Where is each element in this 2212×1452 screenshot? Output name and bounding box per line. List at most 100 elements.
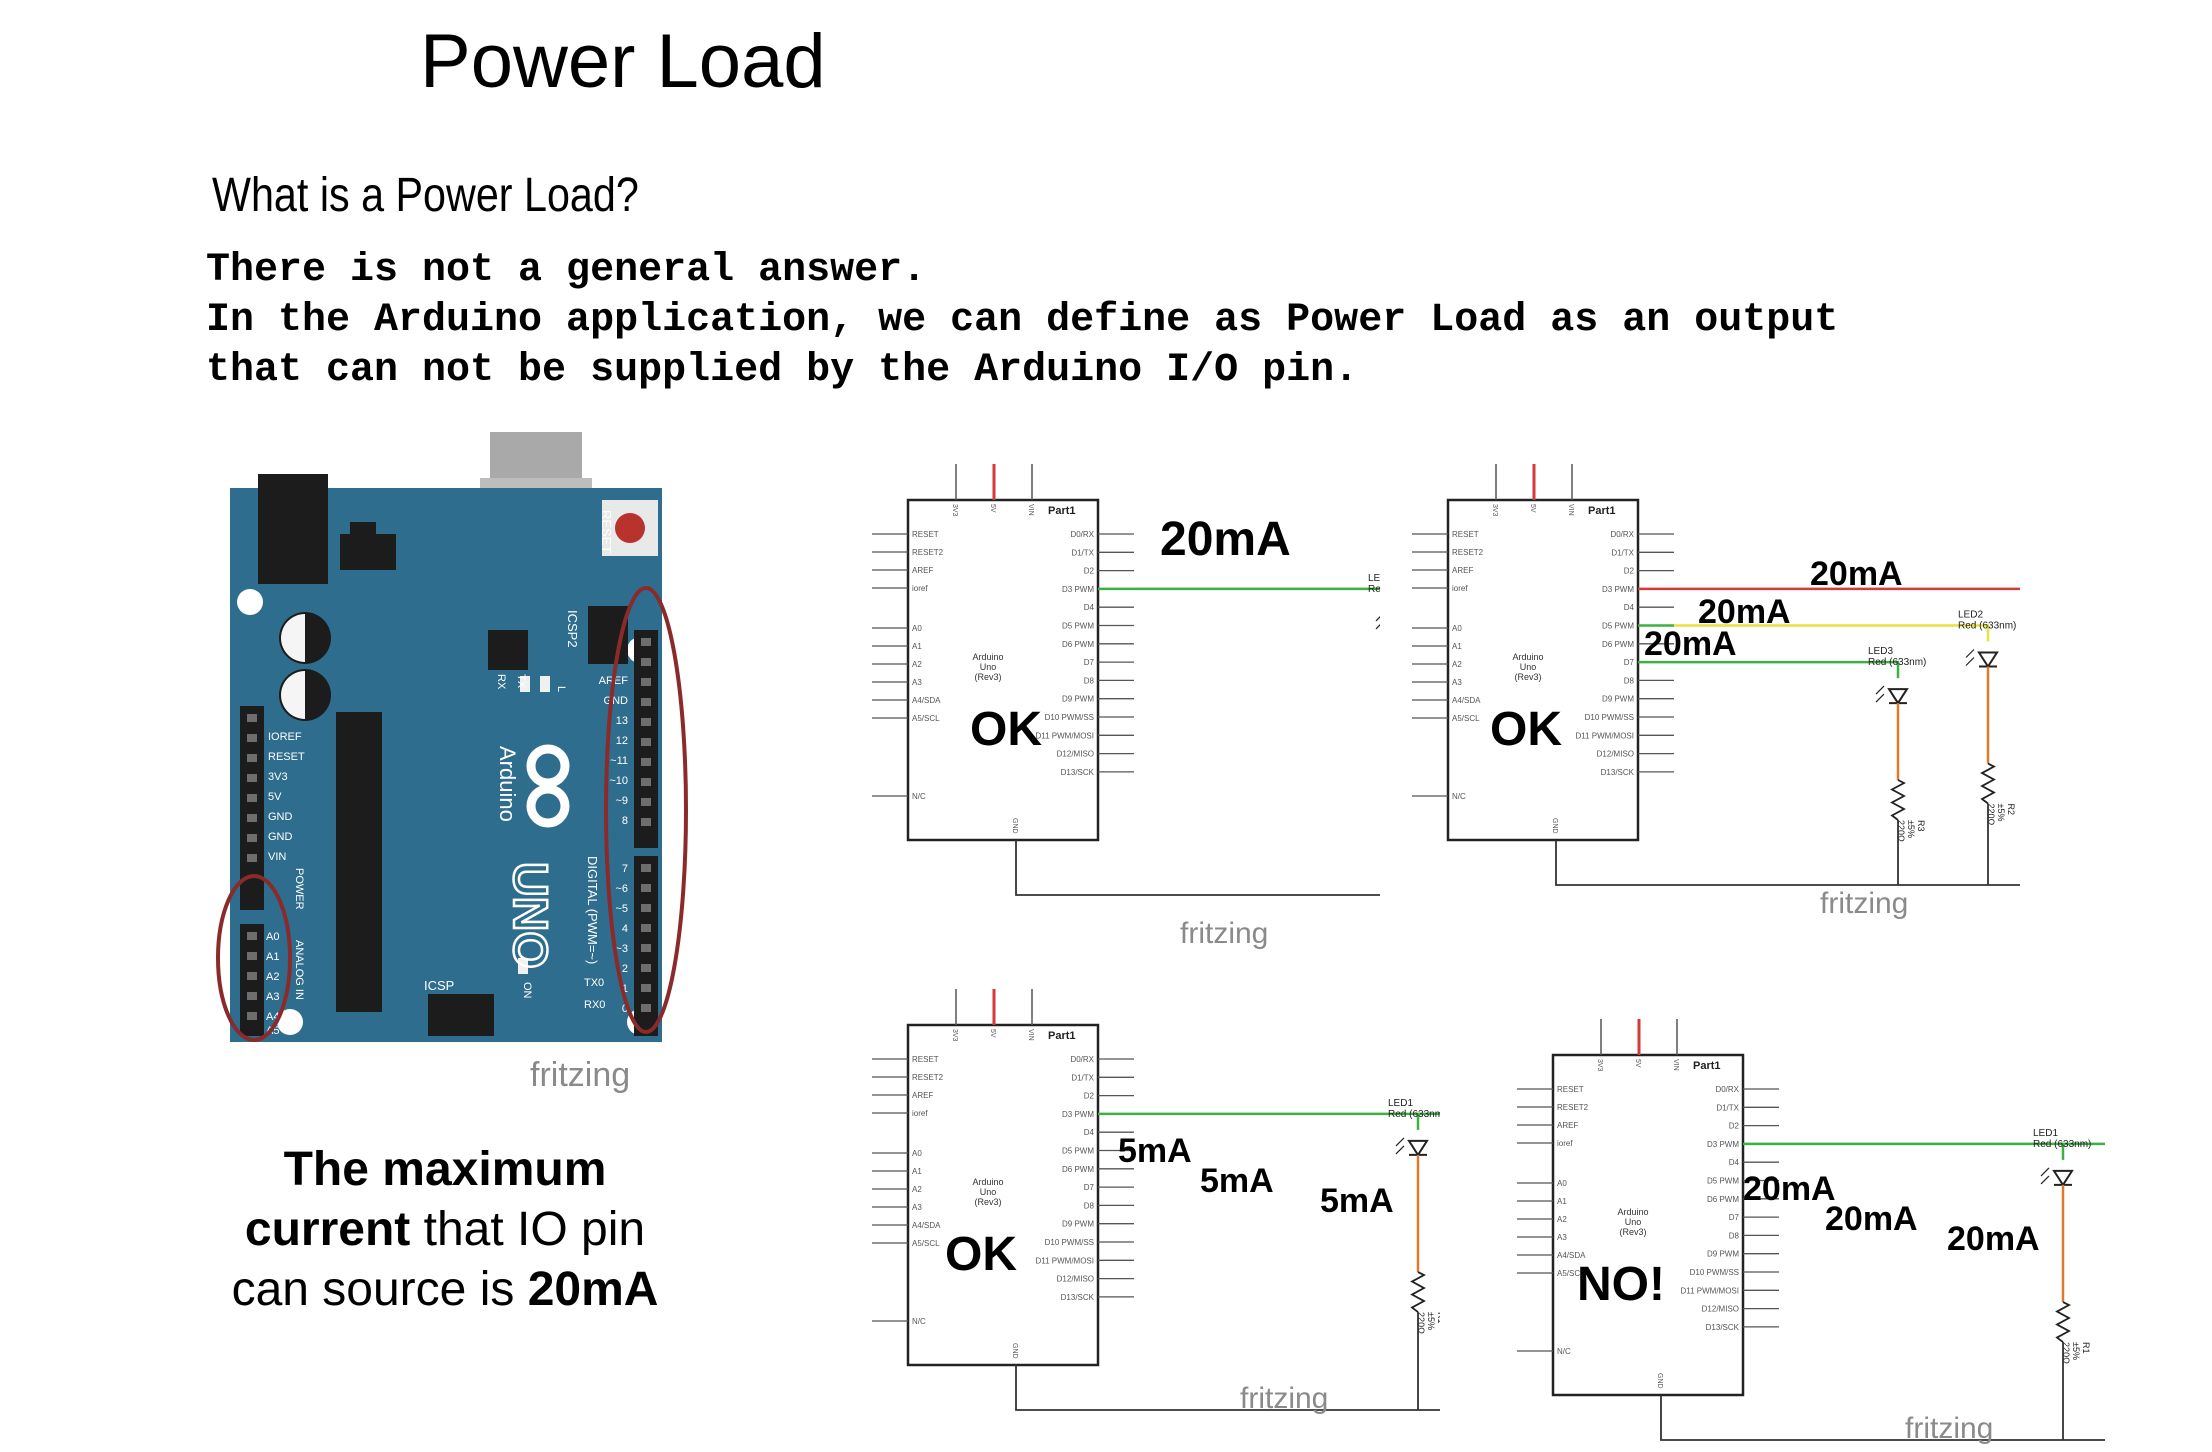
pin-label: 2 bbox=[622, 963, 628, 975]
board-label: Arduino bbox=[972, 652, 1003, 662]
pin-label: 4 bbox=[622, 923, 628, 935]
note-text: current bbox=[244, 1203, 411, 1256]
right-pin-label: D12/MISO bbox=[1057, 1275, 1094, 1284]
left-pin-label: A1 bbox=[912, 1167, 922, 1176]
gnd-label: GND bbox=[1551, 818, 1558, 834]
pin-label: A2 bbox=[266, 971, 279, 983]
right-pin-label: D13/SCK bbox=[1061, 768, 1095, 777]
right-pin-label: D7 bbox=[1729, 1213, 1740, 1222]
verdict-label: OK bbox=[970, 703, 1042, 756]
part-name: Part1 bbox=[1048, 505, 1076, 517]
power-header-end bbox=[240, 878, 264, 888]
pin-label: ~5 bbox=[615, 903, 628, 915]
left-pin-label: ioref bbox=[1452, 584, 1468, 593]
led-spec: Red (633nm) bbox=[1958, 621, 2016, 632]
led-arrow bbox=[2040, 1175, 2050, 1185]
fritzing-watermark: fritzing bbox=[1240, 1382, 1328, 1415]
led-arrow bbox=[2040, 1167, 2050, 1177]
atmega-chip bbox=[336, 712, 382, 1012]
current-label: 20mA bbox=[1644, 625, 1737, 663]
left-pin-label: A1 bbox=[1557, 1197, 1567, 1206]
led-name: LED1 bbox=[1388, 1098, 1413, 1109]
top-pin-label: 3V3 bbox=[1596, 1059, 1603, 1072]
right-pin-label: D12/MISO bbox=[1702, 1305, 1739, 1314]
board-label: Arduino bbox=[1617, 1207, 1648, 1217]
board-label: (Rev3) bbox=[974, 672, 1001, 682]
signal-wire bbox=[1674, 587, 2020, 591]
left-pin-label: A4/SDA bbox=[912, 696, 941, 705]
body-text-line: There is not a general answer. bbox=[206, 248, 927, 293]
current-label: 5mA bbox=[1320, 1182, 1394, 1220]
verdict-label: OK bbox=[945, 1228, 1017, 1281]
page-title: Power Load bbox=[420, 19, 826, 104]
left-pin-label: A3 bbox=[912, 1203, 922, 1212]
resistor-name: R2 bbox=[2006, 804, 2016, 816]
left-pin-label: RESET2 bbox=[1452, 548, 1484, 557]
left-pin-label: A0 bbox=[912, 624, 922, 633]
resistor-name: R3 bbox=[1916, 820, 1926, 832]
resistor-symbol bbox=[1890, 779, 1906, 821]
board-label: (Rev3) bbox=[1619, 1227, 1646, 1237]
board-label: Uno bbox=[1625, 1217, 1642, 1227]
board-label: DIGITAL (PWM=~) bbox=[585, 856, 600, 964]
verdict-label: OK bbox=[1490, 703, 1562, 756]
left-pin-label: A2 bbox=[1452, 660, 1462, 669]
resistor-tolerance: ±5% bbox=[1426, 1312, 1436, 1330]
right-pin-label: D2 bbox=[1084, 1092, 1095, 1101]
led-arrow bbox=[1875, 693, 1885, 703]
left-pin-label: A3 bbox=[912, 678, 922, 687]
left-pin-label: ioref bbox=[912, 584, 928, 593]
led-name: LED1 bbox=[2033, 1128, 2058, 1139]
capacitor-mark bbox=[281, 671, 305, 719]
voltage-regulator-tab bbox=[350, 522, 376, 536]
right-pin-label: D13/SCK bbox=[1706, 1323, 1740, 1332]
current-label: 20mA bbox=[1160, 513, 1291, 566]
top-pin-label: 5V bbox=[989, 504, 996, 513]
board-label: RESET bbox=[599, 510, 614, 553]
left-pin-label: AREF bbox=[912, 1091, 933, 1100]
left-pin-label: A5/SCL bbox=[1452, 714, 1480, 723]
left-pin-label: A1 bbox=[1452, 642, 1462, 651]
analog-pins-highlight bbox=[216, 874, 292, 1042]
board-label: RX0 bbox=[584, 999, 605, 1011]
arduino-part-box bbox=[906, 1023, 1100, 1367]
fritzing-watermark: fritzing bbox=[1820, 887, 1908, 920]
power-jack bbox=[258, 474, 328, 584]
part-name: Part1 bbox=[1588, 505, 1616, 517]
right-pin-label: D2 bbox=[1084, 567, 1095, 576]
left-pin-label: N/C bbox=[1452, 792, 1466, 801]
resistor-value: 220Ω bbox=[2061, 1342, 2071, 1364]
signal-wire bbox=[1674, 624, 1990, 642]
ground-wire bbox=[1555, 840, 2020, 886]
right-pin-label: D10 PWM/SS bbox=[1045, 1238, 1094, 1247]
board-label: (Rev3) bbox=[1514, 672, 1541, 682]
ground-wire bbox=[1015, 840, 1380, 896]
right-pin-label: D13/SCK bbox=[1601, 768, 1635, 777]
resistor-symbol bbox=[2055, 1301, 2071, 1343]
signal-wire bbox=[1134, 587, 1380, 591]
led-arrow bbox=[1965, 657, 1975, 666]
right-pin-label: D11 PWM/MOSI bbox=[1035, 1256, 1094, 1265]
left-pin-label: A2 bbox=[912, 660, 922, 669]
right-pin-label: D12/MISO bbox=[1597, 750, 1634, 759]
right-pin-label: D0/RX bbox=[1610, 530, 1634, 539]
pin-label: ~11 bbox=[610, 755, 628, 767]
signal-wire bbox=[1779, 1142, 2105, 1146]
gnd-label: GND bbox=[1011, 818, 1018, 834]
tx-led bbox=[520, 676, 530, 692]
fritzing-watermark: fritzing bbox=[530, 1056, 630, 1094]
pin-label: A0 bbox=[266, 931, 279, 943]
left-pin-label: RESET bbox=[912, 530, 939, 539]
led-symbol bbox=[1407, 1139, 1429, 1157]
capacitor-mark bbox=[281, 614, 305, 662]
right-pin-label: D5 PWM bbox=[1707, 1177, 1739, 1186]
resistor-tolerance: ±5% bbox=[2071, 1342, 2081, 1360]
top-pin-label: 5V bbox=[1529, 504, 1536, 513]
top-pin-label: 3V3 bbox=[951, 1029, 958, 1042]
top-pin-label: 3V3 bbox=[1491, 504, 1498, 517]
pin-label: RESET bbox=[268, 751, 305, 763]
usb-chip bbox=[488, 630, 528, 670]
rx-led bbox=[540, 676, 550, 692]
right-pin-label: D6 PWM bbox=[1062, 640, 1094, 649]
resistor-value: 220Ω bbox=[1986, 804, 1996, 826]
